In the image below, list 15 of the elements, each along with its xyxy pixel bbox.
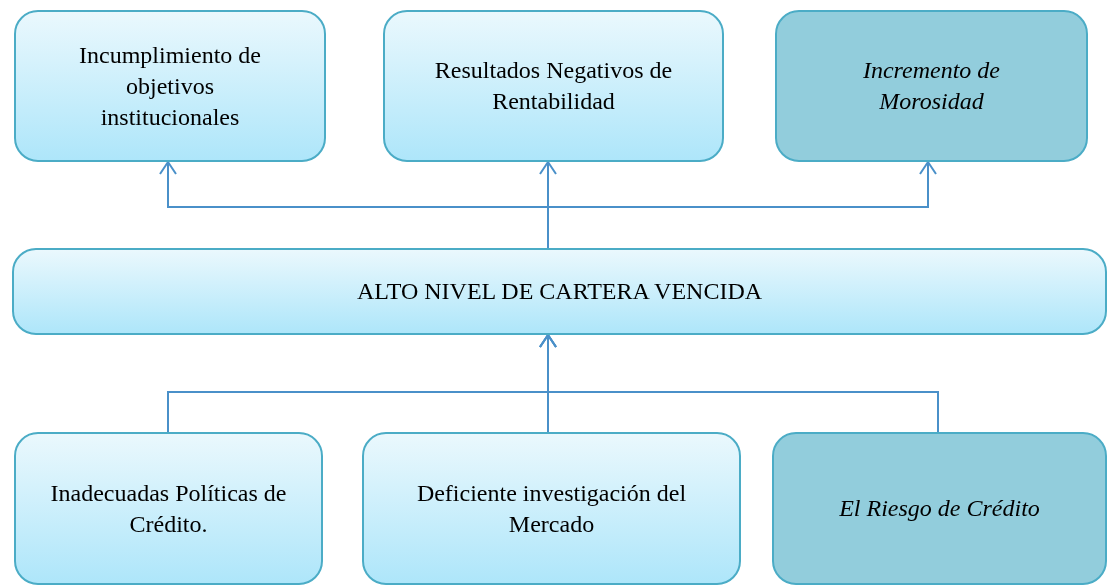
rounded-box	[772, 432, 1107, 585]
box-text: Incumplimiento de objetivos institucionales	[78, 40, 262, 132]
rounded-box	[14, 432, 323, 585]
rounded-box	[14, 10, 326, 162]
box-text: Inadecuadas Políticas de Crédito.	[49, 478, 288, 539]
box-text: ALTO NIVEL DE CARTERA VENCIDA	[356, 277, 763, 306]
box-text: El Riesgo de Crédito	[839, 494, 1040, 523]
arrow	[539, 334, 939, 433]
rounded-box	[12, 248, 1107, 335]
box-text: Incremento de Morosidad	[861, 56, 1002, 116]
rounded-box	[775, 10, 1088, 162]
box-text: Resultados Negativos de Rentabilidad	[433, 56, 674, 116]
box-text: Deficiente investigación del Mercado	[415, 478, 688, 539]
rounded-box	[362, 432, 741, 585]
rounded-box	[383, 10, 724, 162]
